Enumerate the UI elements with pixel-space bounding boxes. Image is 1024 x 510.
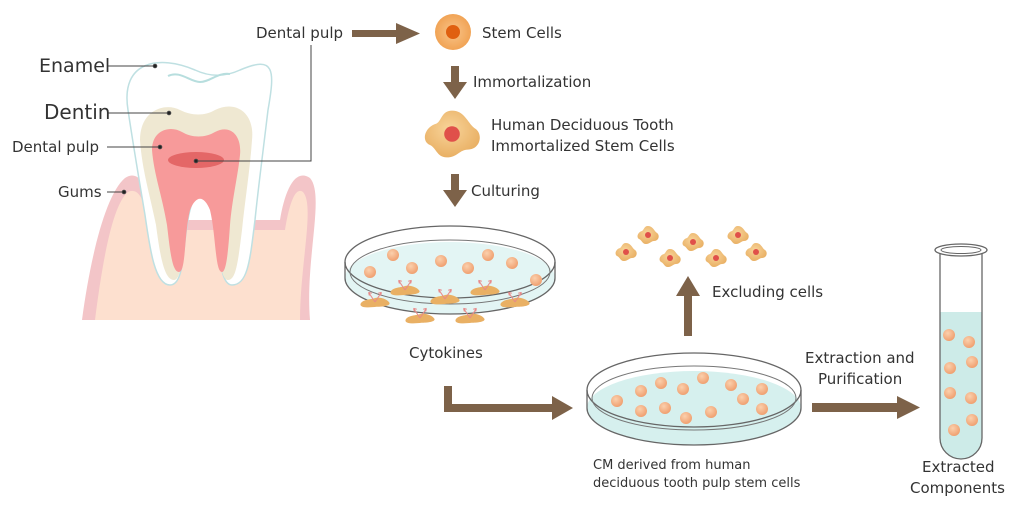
label-extracted-line1: Extracted: [922, 458, 995, 476]
label-immortalized-line1: Human Deciduous Tooth: [491, 116, 674, 134]
excluded-cells: [615, 226, 767, 267]
stem-cell-icon: [435, 14, 471, 50]
label-enamel: Enamel: [39, 55, 111, 77]
label-cm-line2: deciduous tooth pulp stem cells: [593, 476, 801, 491]
label-stem-cells: Stem Cells: [482, 24, 562, 42]
arrow-to-cm: [444, 386, 573, 420]
label-extracted-line2: Components: [910, 479, 1005, 497]
label-extraction-line2: Purification: [818, 370, 903, 388]
label-culturing: Culturing: [471, 182, 540, 200]
label-gums: Gums: [58, 183, 102, 201]
arrow-culturing: [443, 174, 467, 207]
immortalized-cell-icon: [424, 110, 480, 158]
label-dental-pulp: Dental pulp: [12, 138, 100, 156]
label-dentin: Dentin: [44, 100, 111, 124]
arrow-extraction: [812, 396, 920, 419]
tooth-illustration: [82, 61, 316, 320]
label-extraction-line1: Extraction and: [805, 349, 915, 367]
culture-dish: [344, 225, 556, 324]
process-arrows: [352, 23, 920, 420]
cm-dish: [586, 352, 802, 446]
label-leaders: [107, 45, 312, 195]
test-tube: [934, 243, 988, 460]
arrow-to-stem-cells: [352, 23, 420, 44]
arrow-immortalization: [443, 66, 467, 99]
label-cytokines: Cytokines: [409, 344, 483, 362]
label-immortalization: Immortalization: [473, 73, 592, 91]
arrow-excluding: [676, 276, 700, 336]
label-excluding-cells: Excluding cells: [712, 283, 824, 301]
label-dental-pulp-callout: Dental pulp: [256, 24, 344, 42]
label-cm-line1: CM derived from human: [593, 458, 751, 473]
label-immortalized-line2: Immortalized Stem Cells: [491, 137, 675, 155]
